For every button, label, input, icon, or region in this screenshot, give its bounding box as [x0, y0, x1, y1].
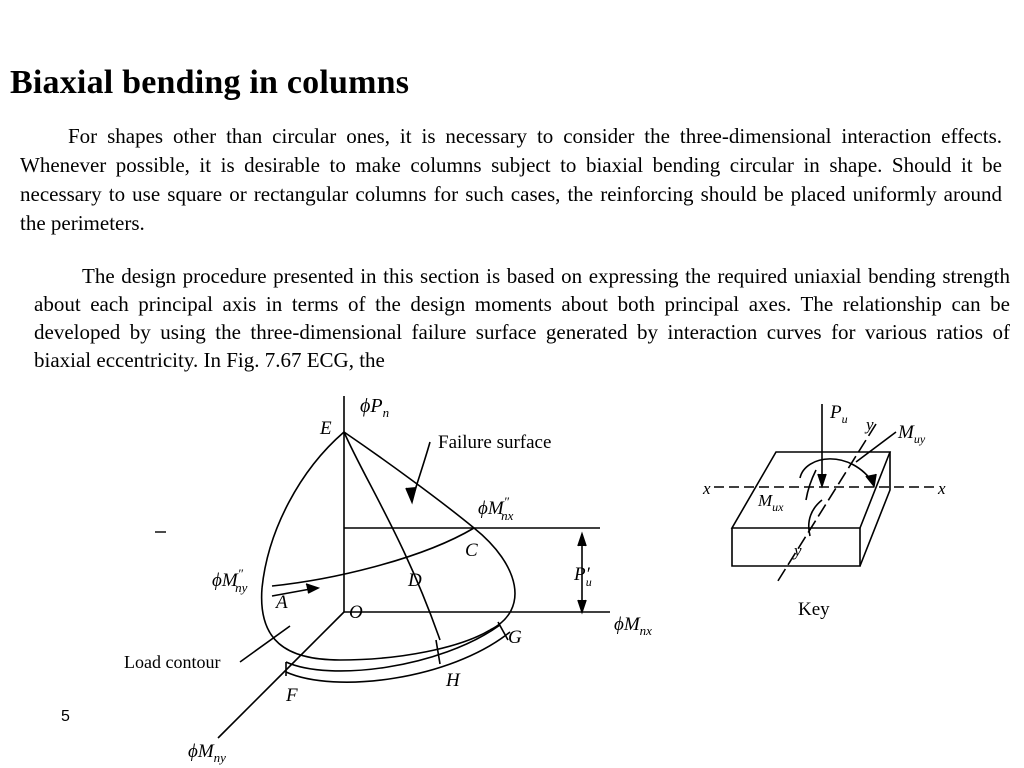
- phi-mnx-doubleprime-label: ϕM″nx: [478, 494, 514, 523]
- label-H: H: [445, 670, 461, 691]
- failure-surface-label: Failure surface: [438, 432, 551, 453]
- key-figure-lines: [714, 404, 936, 585]
- svg-text:ϕPn: ϕPn: [360, 395, 389, 420]
- key-muy-label: Muy: [897, 422, 926, 446]
- slide-title: Biaxial bending in columns: [10, 64, 410, 101]
- label-F: F: [285, 685, 298, 706]
- load-contour-label: Load contour: [124, 652, 220, 672]
- key-y-top-label: y: [864, 415, 874, 434]
- paragraph-1: For shapes other than circular ones, it …: [20, 122, 1002, 238]
- key-caption: Key: [798, 599, 830, 620]
- label-O: O: [349, 602, 363, 623]
- phi-mny-doubleprime-label: ϕM″ny: [212, 566, 248, 595]
- label-G: G: [508, 627, 522, 648]
- failure-surface-lines: [217, 396, 610, 739]
- phi-mnx-label: ϕMnx: [614, 614, 652, 638]
- label-D: D: [407, 570, 422, 591]
- key-y-bottom-label: y: [792, 541, 802, 560]
- key-x-right-label: x: [937, 479, 946, 498]
- slide-number: 5: [61, 708, 70, 725]
- key-mux-label: Mux: [757, 491, 784, 514]
- key-x-left-label: x: [702, 479, 711, 498]
- label-A: A: [274, 592, 288, 613]
- interaction-diagram: ϕPn E A C D O G H F Failure surface ϕM″n…: [124, 395, 946, 765]
- label-C: C: [465, 540, 478, 561]
- key-pu-label: Pu: [829, 402, 848, 426]
- phi-mny-label: ϕMny: [188, 741, 226, 765]
- paragraph-1-text: For shapes other than circular ones, it …: [20, 124, 1002, 235]
- pu-prime-label: P′u: [573, 564, 592, 589]
- label-E: E: [319, 418, 332, 439]
- paragraph-2: The design procedure presented in this s…: [34, 262, 1010, 378]
- paragraph-2-text: The design procedure presented in this s…: [34, 264, 1010, 372]
